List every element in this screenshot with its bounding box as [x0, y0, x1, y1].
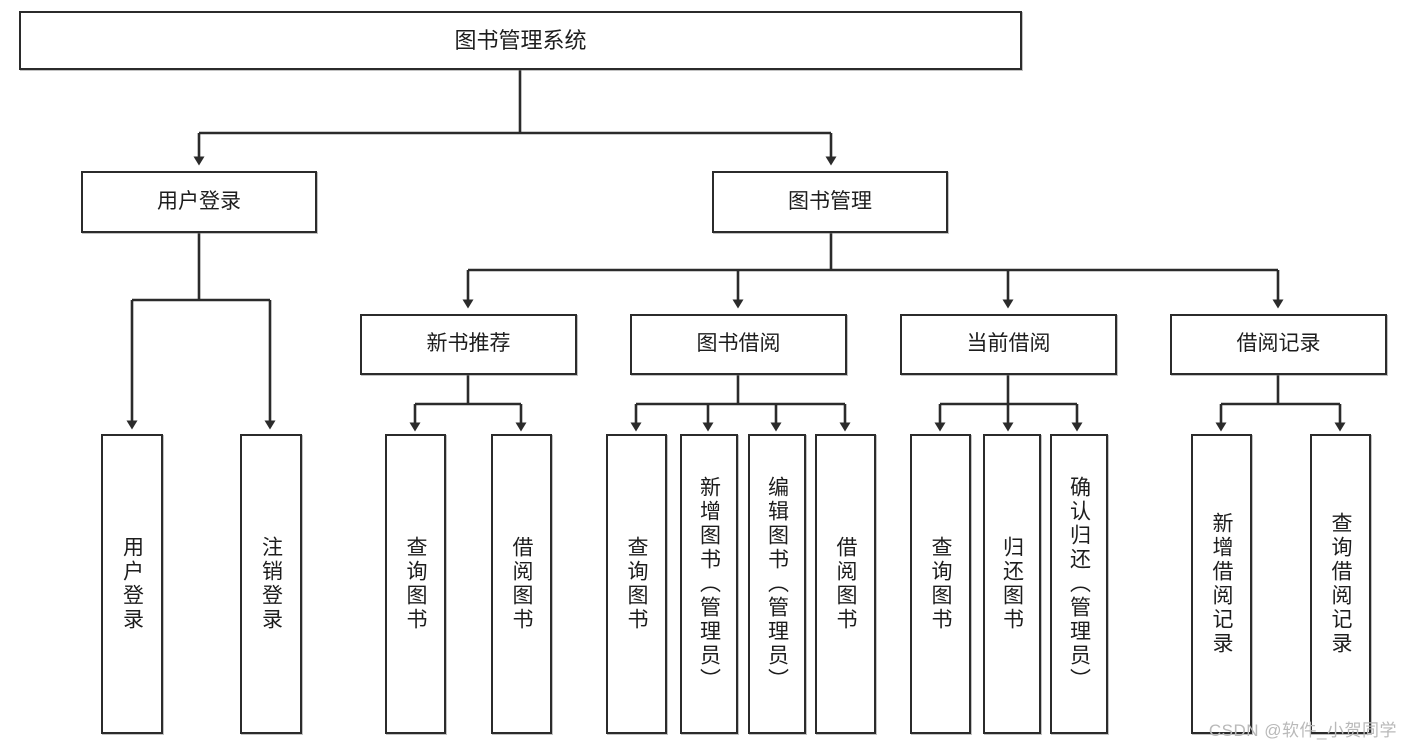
node-borrow-record[interactable]: 借阅记录 — [1170, 314, 1387, 375]
node-book-management[interactable]: 图书管理 — [712, 171, 948, 233]
node-label: 借阅图书 — [834, 536, 857, 632]
node-label: 确认归还（管理员） — [1067, 476, 1091, 692]
leaf-book-borrow-edit-book-admin[interactable]: 编辑图书（管理员） — [748, 434, 806, 734]
leaf-borrow-record-query-record[interactable]: 查询借阅记录 — [1310, 434, 1371, 734]
leaf-book-borrow-query-book[interactable]: 查询图书 — [606, 434, 667, 734]
node-label: 图书管理系统 — [454, 27, 587, 53]
leaf-borrow-record-add-record[interactable]: 新增借阅记录 — [1191, 434, 1252, 734]
leaf-user-login-login[interactable]: 用户登录 — [101, 434, 163, 734]
leaf-current-borrow-confirm-return-admin[interactable]: 确认归还（管理员） — [1050, 434, 1108, 734]
node-label: 用户登录 — [157, 189, 241, 213]
node-label: 新书推荐 — [426, 332, 511, 356]
node-label: 借阅记录 — [1236, 332, 1321, 356]
node-label: 新增借阅记录 — [1210, 512, 1233, 656]
node-user-login[interactable]: 用户登录 — [81, 171, 317, 233]
leaf-current-borrow-return-book[interactable]: 归还图书 — [983, 434, 1041, 734]
leaf-new-book-borrow-book[interactable]: 借阅图书 — [491, 434, 552, 734]
node-label: 查询图书 — [929, 536, 952, 632]
leaf-book-borrow-add-book-admin[interactable]: 新增图书（管理员） — [680, 434, 738, 734]
leaf-book-borrow-borrow-book[interactable]: 借阅图书 — [815, 434, 876, 734]
node-label: 归还图书 — [1000, 536, 1024, 632]
node-current-borrow[interactable]: 当前借阅 — [900, 314, 1117, 375]
node-label: 用户登录 — [120, 536, 144, 632]
node-label: 编辑图书（管理员） — [765, 476, 789, 692]
node-label: 注销登录 — [259, 536, 283, 632]
watermark-text: CSDN @软件_小贺同学 — [1208, 721, 1397, 740]
node-new-book-recommend[interactable]: 新书推荐 — [360, 314, 577, 375]
node-label: 查询借阅记录 — [1329, 512, 1352, 656]
node-label: 图书借阅 — [696, 332, 781, 356]
node-label: 查询图书 — [625, 536, 648, 632]
leaf-new-book-query-book[interactable]: 查询图书 — [385, 434, 446, 734]
node-label: 图书管理 — [788, 189, 872, 213]
node-book-borrow[interactable]: 图书借阅 — [630, 314, 847, 375]
node-label: 当前借阅 — [966, 332, 1051, 356]
node-label: 查询图书 — [404, 536, 427, 632]
leaf-current-borrow-query-book[interactable]: 查询图书 — [910, 434, 971, 734]
node-root-book-management-system[interactable]: 图书管理系统 — [19, 11, 1022, 70]
leaf-user-login-logout[interactable]: 注销登录 — [240, 434, 302, 734]
node-label: 新增图书（管理员） — [697, 476, 721, 692]
node-label: 借阅图书 — [510, 536, 533, 632]
